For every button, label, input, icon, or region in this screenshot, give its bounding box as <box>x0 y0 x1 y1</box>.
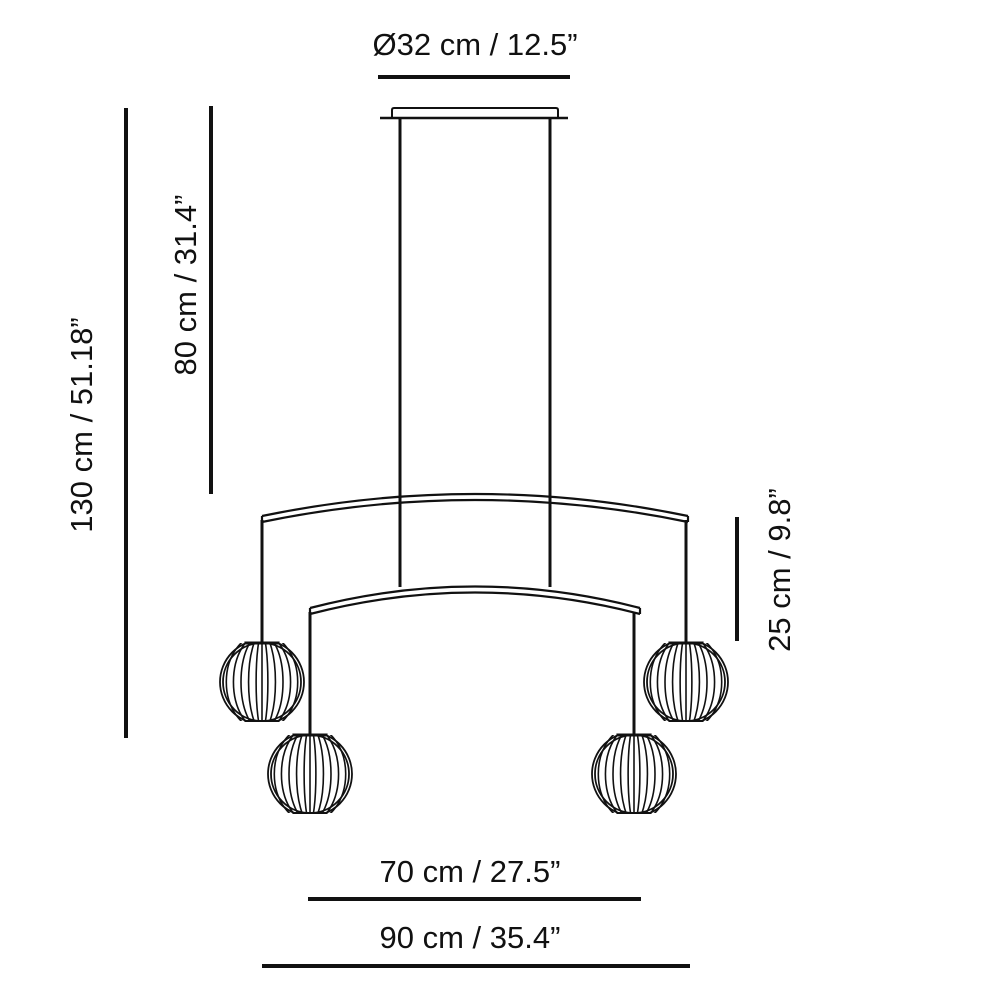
lower-arm <box>308 585 642 616</box>
cable-height-label: 80 cm / 31.4” <box>168 195 203 376</box>
globe-lower-right <box>591 733 677 814</box>
inner-width-label: 70 cm / 27.5” <box>380 854 561 889</box>
total-height-label: 130 cm / 51.18” <box>64 317 99 532</box>
upper-arm <box>260 492 690 524</box>
drop-height-label: 25 cm / 9.8” <box>762 488 797 652</box>
canopy <box>380 107 568 120</box>
drop-cables <box>260 520 688 735</box>
outer-width-label: 90 cm / 35.4” <box>380 920 561 955</box>
dimension-lines <box>124 75 739 968</box>
canopy-diameter-label: Ø32 cm / 12.5” <box>372 27 577 62</box>
globe-lower-left <box>267 733 353 814</box>
globe-upper-left <box>219 641 305 722</box>
globe-upper-right <box>643 641 729 722</box>
lamp-drawing <box>219 107 729 814</box>
